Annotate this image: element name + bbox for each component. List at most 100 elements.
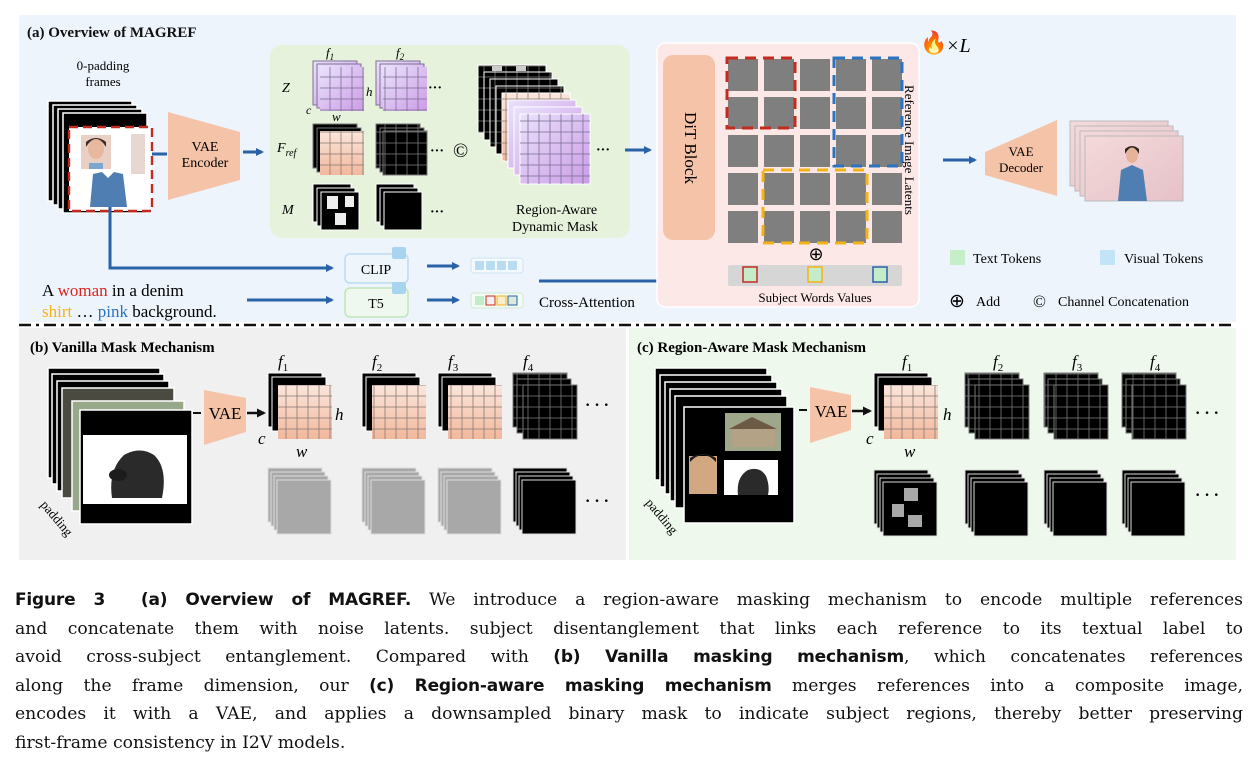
row-label-fref: Fref (276, 141, 298, 159)
latent-stack-f1 (267, 372, 332, 439)
latent-token (764, 135, 794, 167)
latent-token (728, 135, 758, 167)
mask-stack-f2 (964, 469, 1029, 537)
frozen-icon (392, 247, 406, 259)
frame-label-f2: f2 (372, 352, 382, 374)
row-label-m: M (281, 203, 295, 218)
label-h: h (943, 405, 952, 424)
visual-token-bar (470, 257, 524, 274)
subject-words-label: Subject Words Values (758, 290, 871, 305)
vae-trapezoid (810, 387, 851, 443)
latent-stack-f3 (1043, 372, 1109, 440)
legend-add-symbol: ⊕ (949, 291, 965, 312)
t5-label: T5 (368, 297, 384, 312)
caption-text: We introduce a region-aware masking mech… (411, 590, 1243, 610)
repeat-l-label: ×L (946, 35, 971, 57)
figure-caption: Figure 3 (a) Overview of MAGREF. We intr… (15, 586, 1243, 758)
text-token-bar (470, 292, 524, 309)
latent-token (764, 59, 794, 91)
vae-decoder: VAE Decoder (985, 120, 1057, 196)
t5-encoder: T5 (344, 282, 409, 318)
z-latent-f1 (312, 60, 364, 111)
caption-text: avoid cross-subject entanglement. Compar… (15, 647, 554, 668)
latent-token (800, 97, 830, 129)
dit-block-label: DiT Block (681, 112, 700, 184)
frame-label-f1: f1 (902, 352, 912, 374)
m-ellipsis: ··· (430, 205, 444, 220)
legend-channel-concat: Channel Concatenation (1058, 295, 1189, 310)
prompt-line-1: A woman in a denim (42, 281, 184, 300)
z-latent-f2 (375, 60, 427, 111)
latent-token (872, 173, 902, 205)
pink-region-box (832, 56, 904, 168)
latent-stack-f4 (1121, 372, 1187, 440)
arrow-image-to-clip (108, 207, 334, 272)
latent-token (764, 173, 794, 205)
panel-a: (a) Overview of MAGREF 0-padding frames … (19, 15, 1236, 322)
latent-token (872, 59, 902, 91)
frame-label-f3: f3 (1072, 352, 1083, 374)
frame-label-f4: f4 (523, 352, 534, 374)
panel-c: (c) Region-Aware Mask Mechanism padding … (629, 328, 1236, 560)
latent-stack-f3 (437, 372, 502, 439)
vae-decoder-label-1: VAE (1008, 144, 1033, 159)
latent-token (836, 97, 866, 129)
latent-token (728, 211, 758, 243)
latent-token (764, 211, 794, 243)
frame-label-f4: f4 (1150, 352, 1161, 374)
latent-token (800, 59, 830, 91)
dynamic-mask-label-2: Dynamic Mask (512, 220, 598, 235)
region-aware-dynamic-mask-stack (477, 64, 591, 185)
text-tokens-swatch (950, 250, 965, 265)
label-f2: f2 (396, 45, 405, 62)
mask-stack-ellipsis: ··· (596, 143, 610, 158)
z-ellipsis: ··· (428, 81, 442, 96)
mask-stack-f2 (361, 467, 426, 535)
caption-line-4: along the frame dimension, our (c) Regio… (15, 672, 1243, 701)
region-aware-frames-stack (654, 367, 795, 524)
latent-token (764, 97, 794, 129)
label-w: w (332, 109, 341, 124)
figure-3-diagram: (a) Overview of MAGREF 0-padding frames … (19, 15, 1236, 560)
latent-token (800, 173, 830, 205)
dog-image (111, 450, 164, 498)
dit-block: DiT Block (663, 55, 715, 240)
pink-background-image (131, 134, 145, 174)
dynamic-mask-label-1: Region-Aware (516, 203, 597, 218)
mask-stack-f3 (1043, 469, 1108, 537)
label-c: c (258, 429, 266, 448)
clip-label: CLIP (361, 263, 392, 278)
channel-concat-symbol: © (453, 140, 468, 162)
ellipsis: · · · (1195, 405, 1219, 422)
vae-encoder: VAE Encoder (168, 112, 240, 200)
mask-stack-f3 (437, 467, 502, 535)
fref-latent-f2 (375, 123, 428, 176)
latent-stack-f2 (964, 372, 1030, 440)
latent-token (800, 135, 830, 167)
latent-token (836, 59, 866, 91)
caption-line-2: and concatenate them with noise latents.… (15, 618, 1243, 639)
caption-line-5: encodes it with a VAE, and applies a dow… (15, 704, 1243, 725)
add-symbol: ⊕ (808, 244, 823, 264)
panel-b: (b) Vanilla Mask Mechanism padding VAE f… (19, 328, 626, 560)
panel-b-vae-label: VAE (209, 404, 242, 423)
reference-latent-token-grid (728, 59, 902, 243)
frozen-icon (392, 282, 406, 294)
label-w: w (904, 442, 916, 461)
panel-a-title: (a) Overview of MAGREF (27, 25, 197, 41)
latent-token (728, 97, 758, 129)
subject-words-bar (728, 265, 902, 286)
woman-region-box (725, 56, 797, 130)
caption-line-1: Figure 3 (a) Overview of MAGREF. We intr… (15, 586, 1243, 615)
vae-decoder-label-2: Decoder (999, 160, 1044, 175)
label-w: w (296, 442, 308, 461)
vae-encoder-label-1: VAE (192, 140, 219, 155)
latent-token (728, 173, 758, 205)
panel-b-title: (b) Vanilla Mask Mechanism (30, 340, 215, 356)
latent-stack-f4 (512, 372, 578, 440)
mask-stack-f1 (267, 467, 332, 535)
mask-stack-f1 (873, 469, 938, 537)
frame-label-f2: f2 (993, 352, 1003, 374)
mask-f2 (375, 183, 423, 231)
